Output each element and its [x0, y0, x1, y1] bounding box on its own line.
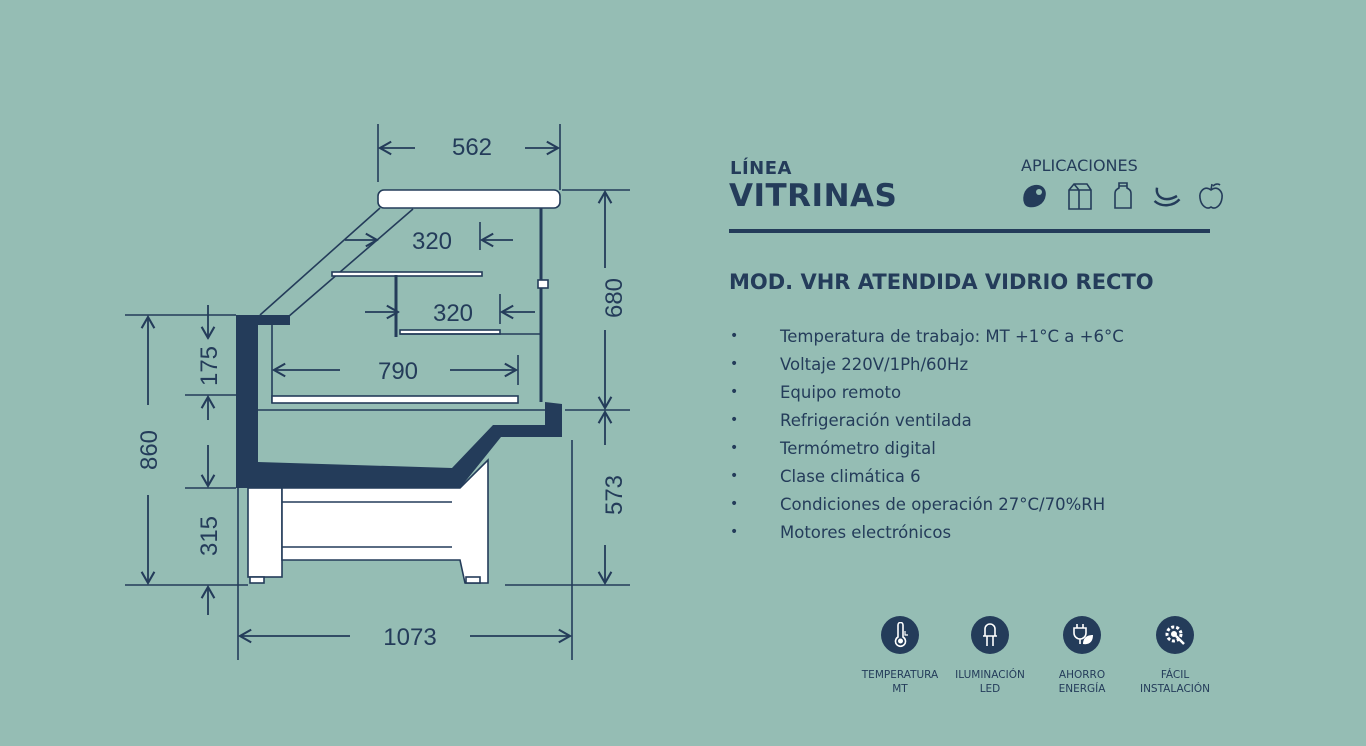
- feature-label: LED: [979, 683, 1001, 695]
- dim-upper-height: 680: [601, 278, 628, 318]
- bullet: •: [730, 328, 739, 344]
- sausage-icon: [1153, 187, 1181, 207]
- dim-upper-shelf: 320: [412, 228, 452, 255]
- dim-inner-depth: 790: [378, 358, 418, 385]
- spec-text: Voltaje 220V/1Ph/60Hz: [780, 354, 969, 374]
- dim-base-height: 315: [196, 516, 223, 556]
- spec-text: Motores electrónicos: [780, 522, 952, 542]
- bottle-icon: [1114, 182, 1132, 209]
- bullet: •: [730, 524, 739, 540]
- milk-carton-icon: [1068, 183, 1092, 210]
- canopy: [377, 189, 561, 209]
- wrench-gear-icon: [1156, 616, 1194, 654]
- feature-energy: AHORRO ENERGÍA: [1037, 616, 1127, 696]
- bullet: •: [730, 384, 739, 400]
- applications-label: APLICACIONES: [1021, 156, 1138, 175]
- bullet: •: [730, 440, 739, 456]
- led-icon: [971, 616, 1009, 654]
- list-item: • Clase climática 6: [730, 462, 1124, 490]
- spec-text: Termómetro digital: [780, 438, 936, 458]
- applications-icons: [1020, 180, 1226, 212]
- list-item: • Motores electrónicos: [730, 518, 1124, 546]
- feature-led: ILUMINACIÓN LED: [945, 616, 1035, 696]
- bullet: •: [730, 496, 739, 512]
- spec-text: Equipo remoto: [780, 382, 902, 402]
- list-item: • Equipo remoto: [730, 378, 1124, 406]
- feature-label: ILUMINACIÓN: [955, 669, 1025, 681]
- feature-label: INSTALACIÓN: [1139, 683, 1211, 695]
- line-label: LÍNEA: [730, 158, 792, 179]
- feature-label: FÁCIL: [1160, 669, 1190, 681]
- list-item: • Temperatura de trabajo: MT +1°C a +6°C: [730, 322, 1124, 350]
- spec-text: Refrigeración ventilada: [780, 410, 972, 430]
- feature-label: AHORRO: [1058, 669, 1106, 681]
- dim-top-width: 562: [452, 134, 492, 161]
- list-item: • Voltaje 220V/1Ph/60Hz: [730, 350, 1124, 378]
- feature-label: MT: [892, 683, 908, 695]
- showcase-side-drawing: 562 320 320 790 1073 680 573 860 175 315: [125, 124, 630, 660]
- dim-total-height: 860: [136, 430, 163, 470]
- thermometer-icon: [881, 616, 919, 654]
- feature-installation: FÁCIL INSTALACIÓN: [1130, 616, 1220, 696]
- showcase-body: [236, 315, 562, 488]
- spec-text: Temperatura de trabajo: MT +1°C a +6°C: [780, 326, 1124, 346]
- list-item: • Termómetro digital: [730, 434, 1124, 462]
- bullet: •: [730, 412, 739, 428]
- spec-text: Condiciones de operación 27°C/70%RH: [780, 494, 1106, 514]
- dim-total-width: 1073: [383, 624, 436, 651]
- list-item: • Condiciones de operación 27°C/70%RH: [730, 490, 1124, 518]
- dim-glass-height: 175: [196, 346, 223, 386]
- model-title: MOD. VHR ATENDIDA VIDRIO RECTO: [729, 270, 1154, 294]
- line-name: VITRINAS: [729, 178, 898, 214]
- list-item: • Refrigeración ventilada: [730, 406, 1124, 434]
- header-divider: [729, 229, 1210, 233]
- spec-text: Clase climática 6: [780, 466, 921, 486]
- feature-label: ENERGÍA: [1058, 683, 1106, 695]
- apple-icon: [1199, 183, 1223, 209]
- bullet: •: [730, 468, 739, 484]
- meat-icon: [1023, 184, 1046, 208]
- spec-list: •Temperatura de trabajo: MT +1°C a +6°C …: [730, 322, 1124, 546]
- bullet: •: [730, 356, 739, 372]
- energy-saving-icon: [1063, 616, 1101, 654]
- dim-lower-shelf: 320: [433, 300, 473, 327]
- dim-lower-height: 573: [601, 475, 628, 515]
- feature-label: TEMPERATURA: [861, 669, 939, 681]
- feature-temperature: TEMPERATURA MT: [855, 616, 945, 696]
